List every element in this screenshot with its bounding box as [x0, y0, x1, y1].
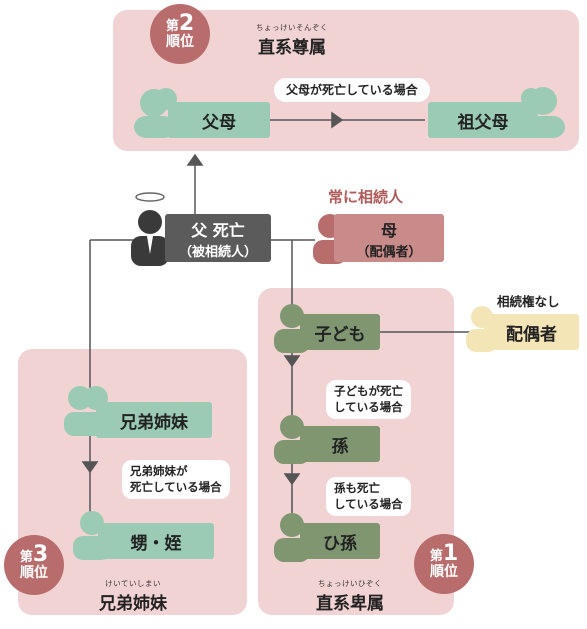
person-silhouette-icon: [131, 210, 169, 266]
great-grandchild-box: ひ孫: [300, 523, 380, 559]
nephew-niece-box: 甥・姪: [98, 523, 214, 559]
siblings-dead-note-line2: 死亡している場合: [130, 479, 222, 494]
parents-dead-note: 父母が死亡している場合: [274, 78, 430, 103]
child-dead-note-line2: している場合: [334, 399, 403, 414]
father-box: 父 死亡 （被相続人）: [165, 214, 271, 262]
ascendants-title-group: ちょっけいそんぞく 直系尊属: [237, 22, 347, 58]
father-role: （被相続人）: [178, 245, 257, 260]
grandchild-dead-note-line2: している場合: [334, 496, 403, 511]
child-spouse-box: 配偶者: [484, 314, 579, 350]
mother-label: 母: [380, 221, 397, 240]
grandchild-box: 孫: [300, 426, 380, 462]
descendants-title-group: ちょっけいひぞく 直系卑属: [295, 578, 405, 614]
child-box: 子ども: [300, 314, 380, 350]
always-heir-note: 常に相続人: [328, 188, 404, 206]
mother-box: 母 （配偶者）: [334, 214, 444, 262]
child-dead-note-line1: 子どもが死亡: [334, 384, 403, 398]
grandchild-dead-note: 孫も死亡 している場合: [326, 477, 411, 517]
grandchild-dead-note-line1: 孫も死亡: [334, 481, 380, 495]
rank-badge-first: 第1 順位: [414, 534, 474, 594]
grandparents-box: 祖父母: [428, 102, 538, 138]
child-dead-note: 子どもが死亡 している場合: [326, 380, 411, 420]
descendants-reading: ちょっけいひぞく: [318, 579, 382, 588]
no-right-note: 相続権なし: [497, 294, 560, 309]
rank-badge-third: 第3 順位: [4, 535, 64, 595]
siblings-dead-note: 兄弟姉妹が 死亡している場合: [122, 460, 230, 500]
rank-badge-second: 第2 順位: [150, 4, 210, 64]
ascendants-title: 直系尊属: [258, 38, 326, 58]
siblings-title-group: けいていしまい 兄弟姉妹: [78, 578, 188, 614]
person-silhouette-icon: [134, 88, 177, 138]
siblings-reading: けいていしまい: [105, 579, 161, 588]
mother-role: （配偶者）: [356, 245, 422, 260]
father-label: 父 死亡: [191, 221, 245, 240]
siblings-title: 兄弟姉妹: [99, 594, 167, 614]
halo-icon: [135, 192, 165, 202]
siblings-dead-note-line1: 兄弟姉妹が: [130, 464, 188, 478]
ascendants-reading: ちょっけいそんぞく: [256, 23, 328, 32]
parents-box: 父母: [168, 102, 270, 138]
descendants-title: 直系卑属: [316, 594, 384, 614]
siblings-box: 兄弟姉妹: [96, 402, 212, 438]
